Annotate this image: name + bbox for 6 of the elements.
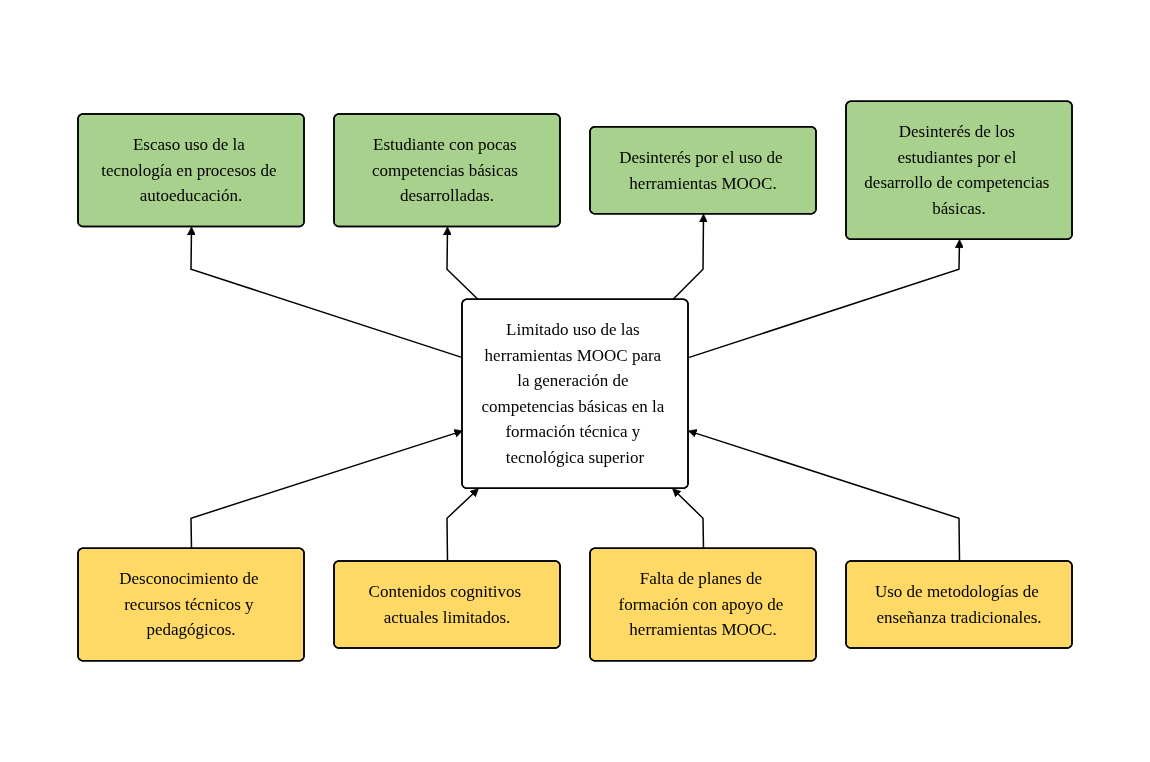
arrow — [688, 429, 961, 563]
arrow — [443, 226, 480, 301]
arrow — [672, 488, 705, 550]
arrow — [446, 488, 479, 563]
arrow — [671, 213, 708, 301]
arrow — [190, 429, 463, 550]
